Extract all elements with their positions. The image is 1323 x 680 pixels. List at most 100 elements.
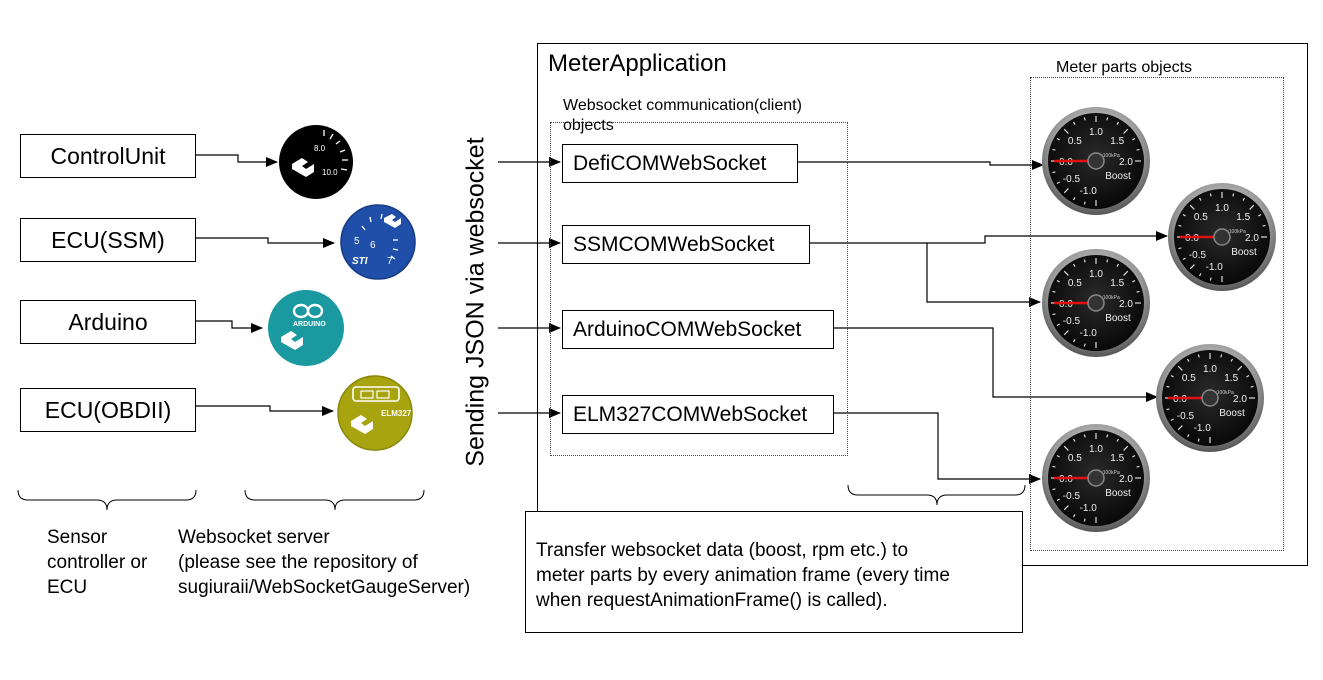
link-obd-server (196, 405, 334, 416)
link-ssm-gauge-b (926, 243, 1041, 307)
gauge-tick-label: -0.5 (1063, 316, 1081, 327)
gauge-tick (1123, 270, 1129, 276)
source-ecu-ssm: ECU(SSM) (20, 218, 196, 262)
ws-object-arduino: ArduinoCOMWebSocket (562, 310, 834, 349)
gauge-tick (1178, 247, 1182, 250)
gauge-tick-label: 2.0 (1119, 299, 1133, 310)
ssm-tick-5: 5 (354, 236, 360, 247)
sensor-caption-1: Sensor (47, 527, 108, 548)
gauge-tick (1177, 425, 1183, 431)
gauge-tick-label: 1.0 (1203, 364, 1217, 375)
gauge-tick (1198, 197, 1202, 201)
defi-icon-label-top: 8.0 (314, 144, 326, 153)
logo-mark (292, 158, 314, 177)
gauge-tick-label: 0.5 (1194, 212, 1208, 223)
gauge-tick (1063, 445, 1069, 451)
logo-mark (351, 415, 373, 434)
gauge-tick-label: 0.5 (1068, 136, 1082, 147)
gauge-tick (1056, 323, 1060, 327)
gauge-tick (1182, 213, 1186, 217)
gauge-tick-label: 2.0 (1233, 394, 1247, 405)
gauge-tick-label: 1.0 (1215, 203, 1229, 214)
source-controlunit: ControlUnit (20, 134, 196, 178)
gauge-tick-label: 1.0 (1089, 127, 1103, 138)
gauge-tick (1166, 408, 1170, 411)
gauge-tick (1189, 204, 1195, 210)
gauge-tick-label: 0.5 (1068, 453, 1082, 464)
gauge-tick (1237, 365, 1243, 371)
gauge-tick-label: -0.5 (1063, 491, 1081, 502)
link-ssm-server (196, 237, 335, 248)
gauge-tick (1132, 454, 1136, 458)
elm-chip-shape (352, 386, 400, 402)
gauge-tick (1178, 224, 1182, 227)
gauge-tick-label: 0.0 (1185, 233, 1199, 244)
gauge-tick-label: 0.5 (1182, 373, 1196, 384)
gauge-tick-label: -0.5 (1189, 250, 1207, 261)
gauge-tick (1166, 385, 1170, 388)
gauge-tick-label: 0.0 (1173, 394, 1187, 405)
gauge-tick (1220, 354, 1223, 358)
gauge-tick (1116, 438, 1120, 442)
gauge-tick (1056, 279, 1060, 283)
gauge-tick (1186, 434, 1190, 438)
gauge-tick (1258, 213, 1262, 217)
gauge-tick (1083, 518, 1086, 522)
gauge-tick (1197, 438, 1200, 442)
gauge-unit-label: x100kPa (1100, 295, 1120, 301)
transfer-note: Transfer websocket data (boost, rpm etc.… (525, 511, 1023, 633)
gauge-tick-label: -1.0 (1080, 328, 1098, 339)
link-arduino-server (196, 320, 263, 333)
gauge-title-label: Boost (1105, 313, 1131, 324)
gauge-tick (1083, 259, 1086, 263)
gauge-tick (1106, 259, 1109, 263)
gauge-tick (1072, 121, 1076, 125)
gauge-unit-label: x100kPa (1100, 470, 1120, 476)
elm-icon-disc (337, 375, 413, 451)
gauge-tick-label: 1.0 (1089, 269, 1103, 280)
ws-objects-group (550, 122, 848, 456)
gauge-tick-label: -1.0 (1206, 262, 1224, 273)
defi-icon-disc (279, 125, 353, 199)
ssm-brand: STI (352, 256, 368, 267)
gauge-tick (1052, 171, 1056, 174)
transfer-note-line-1: Transfer websocket data (boost, rpm etc.… (536, 540, 909, 561)
gauge-tick (1116, 263, 1120, 267)
gauge-tick (1063, 270, 1069, 276)
gauge-tick (1056, 137, 1060, 141)
gauge-tick-label: 1.5 (1110, 453, 1124, 464)
ssm-tick-7: 7 (387, 256, 393, 267)
gauge-tick-label: 1.5 (1110, 136, 1124, 147)
elm-brand: ELM327 (381, 409, 412, 418)
gauge-tick-label: 1.5 (1110, 278, 1124, 289)
gauge-tick-label: 0.0 (1059, 299, 1073, 310)
gauge-tick (1232, 193, 1235, 197)
gauge-tick-label: -0.5 (1177, 411, 1195, 422)
gauge-tick (1136, 290, 1140, 293)
server-caption-3: sugiuraii/WebSocketGaugeServer) (178, 577, 471, 598)
arduino-icon-disc (268, 290, 344, 366)
gauge-tick (1186, 358, 1190, 362)
gauge-tick (1116, 121, 1120, 125)
gauge-hub (1087, 469, 1105, 487)
gauge-unit-label: x100kPa (1214, 390, 1234, 396)
gauge-tick-label: 2.0 (1119, 157, 1133, 168)
meter-application-title: MeterApplication (548, 50, 727, 77)
defi-icon-label-bottom: 10.0 (322, 168, 338, 177)
sensor-caption-2: controller or (47, 552, 148, 573)
gauge-tick (1083, 201, 1086, 205)
gauge-title-label: Boost (1219, 408, 1245, 419)
gauge-tick (1136, 148, 1140, 151)
gauge-tick (1198, 273, 1202, 277)
gauge-tick (1063, 128, 1069, 134)
gauge-tick (1056, 454, 1060, 458)
gauge-tick (1083, 117, 1086, 121)
server-caption-1: Websocket server (178, 527, 330, 548)
gauge-tick (1106, 117, 1109, 121)
gauge-title-label: Boost (1231, 247, 1257, 258)
gauge-tick (1132, 279, 1136, 283)
gauge-tick (1262, 224, 1266, 227)
ws-group-label-2: objects (563, 117, 614, 134)
